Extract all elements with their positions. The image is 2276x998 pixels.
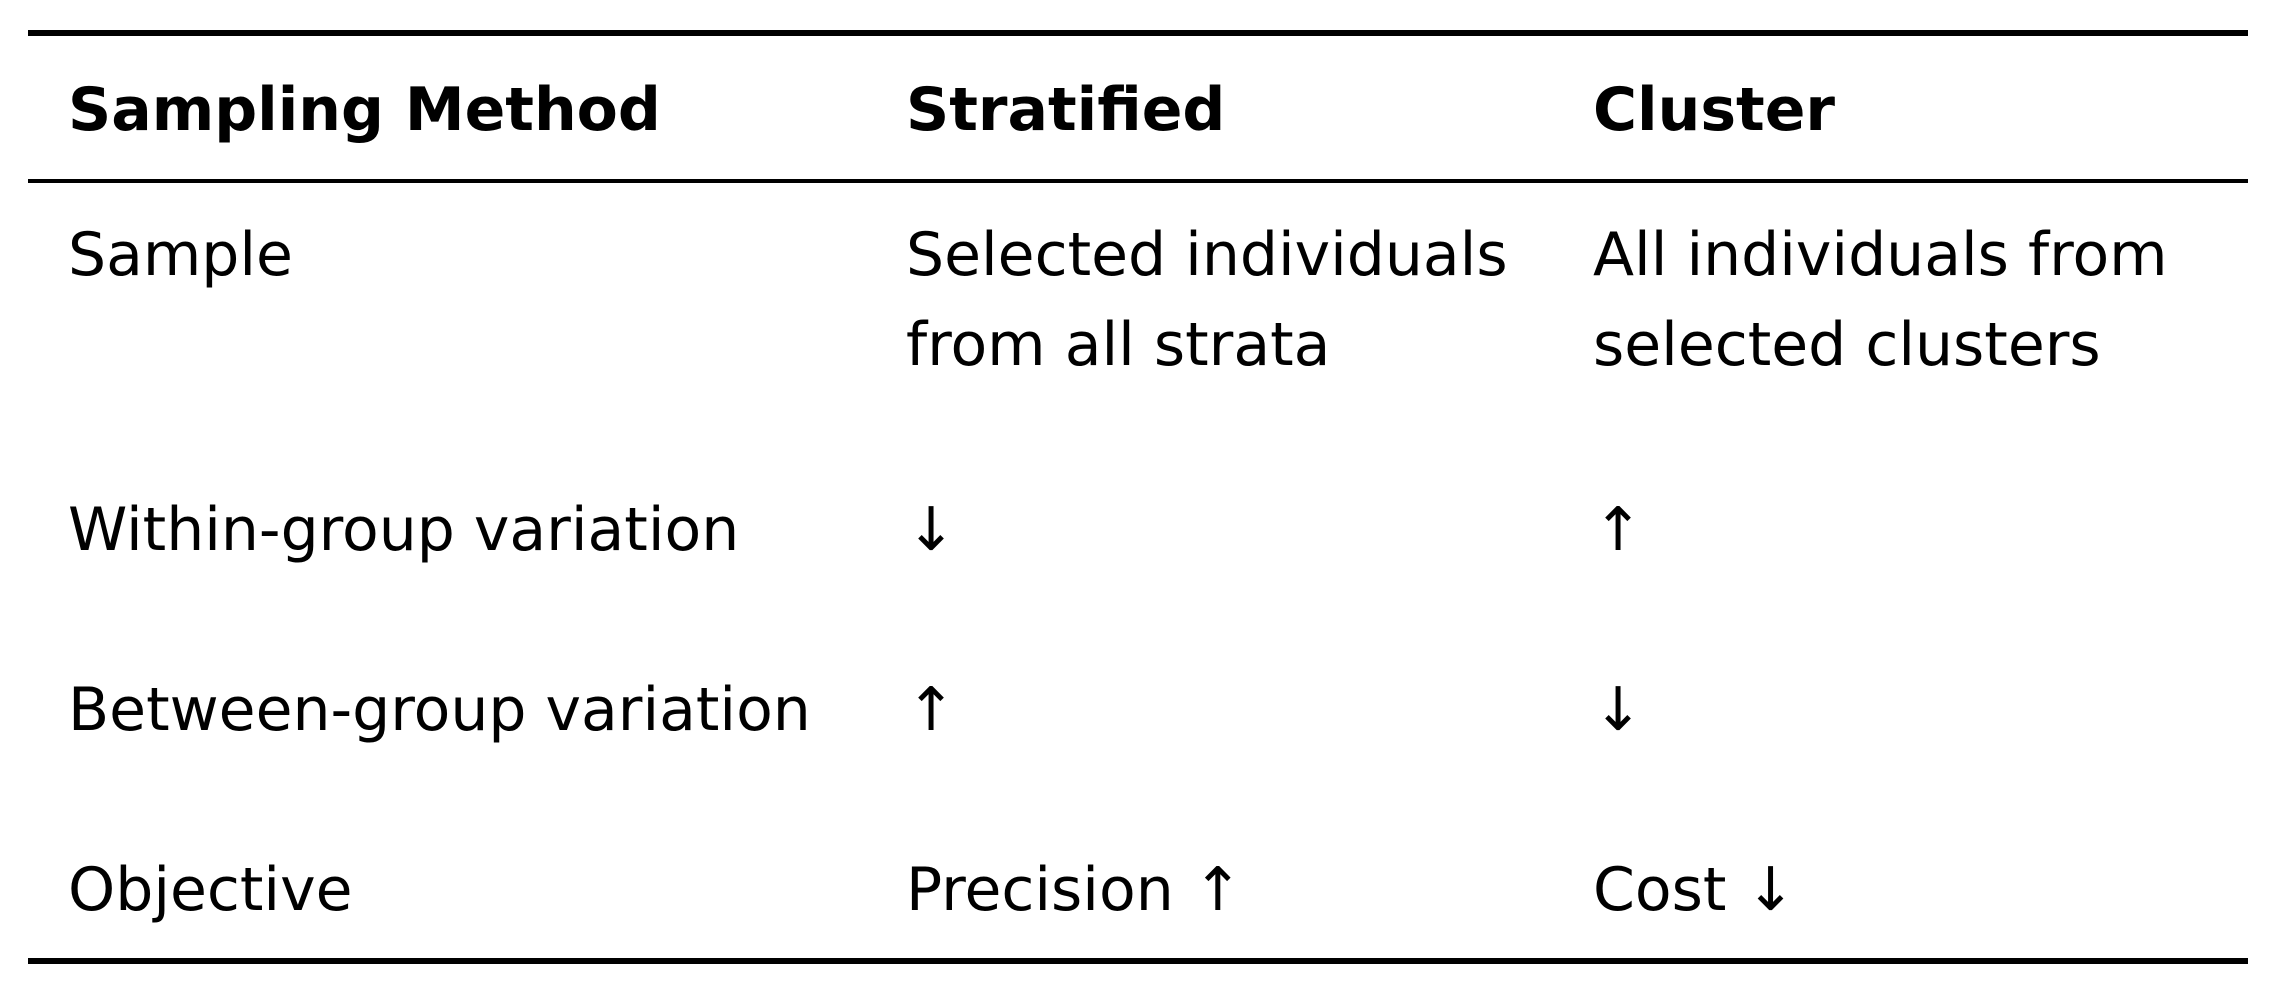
cell-within-cluster: ↑ [1593,495,1644,565]
table-header-rule [28,179,2248,183]
header-stratified: Stratified [906,75,1226,145]
table-top-rule [28,30,2248,36]
header-sampling-method: Sampling Method [68,75,661,145]
cell-objective-stratified: Precision ↑ [906,855,1244,925]
cell-objective-cluster: Cost ↓ [1593,855,1796,925]
cell-sample-stratified: Selected individuals from all strata [906,210,1508,390]
sampling-comparison-table: Sampling Method Stratified Cluster Sampl… [28,0,2248,998]
cell-sample-cluster: All individuals from selected clusters [1593,210,2168,390]
row-label-objective: Objective [68,855,353,925]
row-label-within-group-variation: Within-group variation [68,495,740,565]
header-cluster: Cluster [1593,75,1835,145]
cell-sample-cluster-line-1: All individuals from [1593,220,2168,290]
cell-sample-stratified-line-2: from all strata [906,310,1331,380]
cell-between-stratified: ↑ [906,675,957,745]
cell-between-cluster: ↓ [1593,675,1644,745]
cell-within-stratified: ↓ [906,495,957,565]
cell-sample-stratified-line-1: Selected individuals [906,220,1508,290]
table-bottom-rule [28,958,2248,964]
row-label-between-group-variation: Between-group variation [68,675,811,745]
row-label-sample: Sample [68,220,293,290]
cell-sample-cluster-line-2: selected clusters [1593,310,2101,380]
